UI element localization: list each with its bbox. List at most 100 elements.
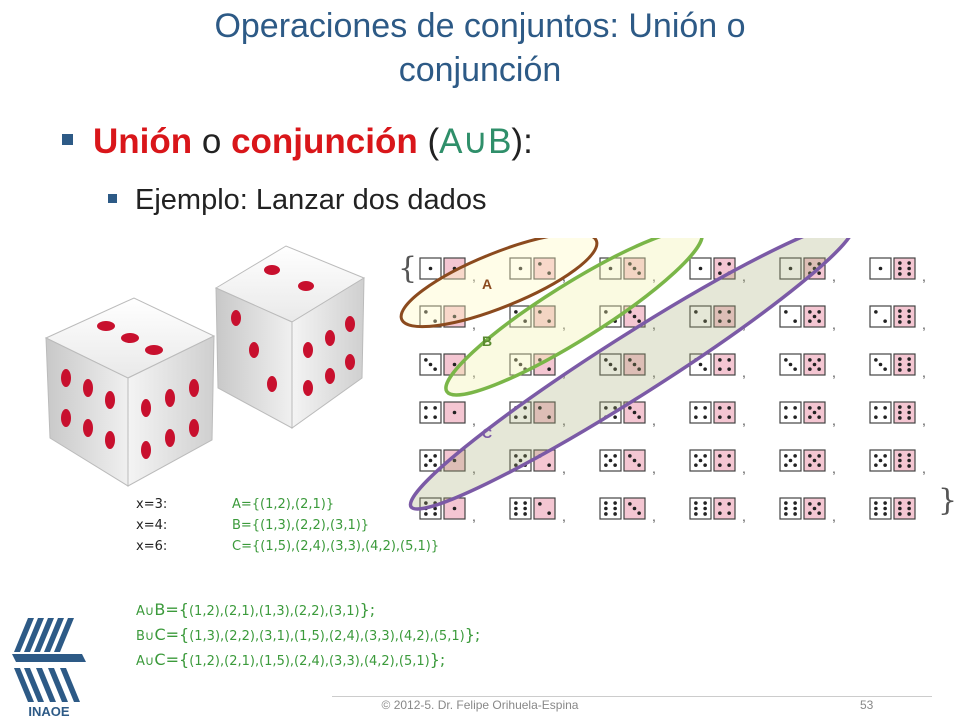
die-pip bbox=[793, 367, 797, 371]
die-pip bbox=[817, 406, 821, 410]
union-row: A∪B={(1,2),(2,1),(1,3),(2,2),(3,1)}; bbox=[136, 600, 376, 619]
die-pip bbox=[694, 310, 698, 314]
die-pip bbox=[433, 506, 437, 511]
separator-comma: , bbox=[832, 316, 836, 332]
die-pip bbox=[628, 262, 632, 266]
set-definitions: x=3:A={(1,2),(2,1)} x=4:B={(1,3),(2,2),(… bbox=[136, 494, 439, 557]
footer: © 2012-5. Dr. Felipe Orihuela-Espina 53 bbox=[0, 696, 960, 718]
die-pip bbox=[878, 458, 883, 463]
die-pip bbox=[637, 415, 641, 419]
die-pip bbox=[628, 454, 632, 458]
die-pip bbox=[703, 454, 707, 458]
ellipse-set-c bbox=[408, 238, 856, 511]
die-pip bbox=[703, 415, 707, 419]
separator-comma: , bbox=[472, 364, 476, 380]
die-pip bbox=[637, 463, 641, 467]
die-face bbox=[509, 497, 532, 520]
die-pip bbox=[703, 367, 707, 371]
bullet-union: Unión o conjunción (A∪B): bbox=[62, 122, 533, 162]
die-pip bbox=[898, 357, 902, 361]
die-pip bbox=[613, 406, 617, 410]
die-pip bbox=[907, 453, 911, 457]
die-pip bbox=[907, 309, 911, 313]
die-pip bbox=[784, 501, 788, 505]
die-pip bbox=[874, 454, 878, 458]
die-pip bbox=[718, 358, 722, 362]
die-pip bbox=[613, 367, 617, 371]
die-pip bbox=[433, 367, 437, 371]
separator-comma: , bbox=[652, 316, 656, 332]
die-pip bbox=[694, 463, 698, 467]
die-pip bbox=[698, 362, 703, 367]
footer-divider bbox=[332, 696, 932, 697]
die-pip bbox=[808, 463, 812, 467]
die-face bbox=[779, 497, 802, 520]
die-pip bbox=[547, 271, 551, 275]
die-face bbox=[893, 305, 916, 328]
die-pip bbox=[523, 406, 527, 410]
die-pip bbox=[424, 406, 428, 410]
example-text: Ejemplo: Lanzar dos dados bbox=[135, 184, 487, 216]
separator-comma: , bbox=[742, 460, 746, 476]
die-pip bbox=[452, 506, 457, 511]
die-face bbox=[893, 497, 916, 520]
die-pip bbox=[428, 362, 433, 367]
die-pip bbox=[718, 262, 722, 266]
die-pip bbox=[433, 319, 437, 323]
die-pip bbox=[898, 314, 902, 319]
die-pip bbox=[907, 266, 911, 271]
die-pip bbox=[718, 454, 722, 458]
die-pip bbox=[793, 506, 797, 511]
die-pip bbox=[784, 463, 788, 467]
die-pip bbox=[817, 502, 821, 506]
die-pip bbox=[808, 502, 812, 506]
die-pip bbox=[718, 367, 722, 371]
die-pip bbox=[547, 415, 551, 419]
separator-comma: , bbox=[922, 316, 926, 332]
die-pip bbox=[538, 358, 542, 362]
die-pip bbox=[874, 506, 878, 511]
die-pip bbox=[604, 310, 608, 314]
die-pip bbox=[452, 410, 457, 415]
die-pip bbox=[808, 511, 812, 515]
die-pip bbox=[898, 368, 902, 372]
die-pip bbox=[637, 511, 641, 515]
die-pip bbox=[604, 463, 608, 467]
die-pip bbox=[898, 512, 902, 516]
die-pip bbox=[817, 358, 821, 362]
sample-space-grid: { } ,,,,,,,,,,,,,,,,,,,,,,,,,,,,,,,,,,, … bbox=[398, 238, 957, 524]
ellipse-label-b: B bbox=[482, 333, 492, 349]
separator-comma: , bbox=[832, 268, 836, 284]
die-pip bbox=[694, 501, 698, 505]
inaoe-logo: INAOE bbox=[12, 618, 86, 718]
die-pip bbox=[817, 319, 821, 323]
die-pip bbox=[898, 261, 902, 265]
die-face bbox=[869, 497, 892, 520]
die-pip bbox=[514, 310, 518, 314]
die-pip bbox=[703, 319, 707, 323]
die-pip bbox=[538, 406, 542, 410]
die-pip bbox=[808, 262, 812, 266]
die-pip bbox=[907, 512, 911, 516]
union-row: B∪C={(1,3),(2,2),(3,1),(1,5),(2,4),(3,3)… bbox=[136, 625, 481, 644]
die-pip bbox=[518, 362, 523, 367]
die-pip bbox=[514, 358, 518, 362]
die-pip bbox=[898, 362, 902, 367]
die-pip bbox=[907, 368, 911, 372]
die-pip bbox=[694, 506, 698, 511]
die-pip bbox=[812, 362, 817, 367]
die-pip bbox=[812, 506, 817, 511]
die-pip bbox=[727, 415, 731, 419]
die-pip bbox=[808, 454, 812, 458]
separator-comma: , bbox=[562, 316, 566, 332]
die-pip bbox=[784, 512, 788, 516]
die-pip bbox=[424, 454, 428, 458]
die-pip bbox=[547, 511, 551, 515]
die-pip bbox=[817, 454, 821, 458]
union-symbol: A∪B bbox=[439, 122, 512, 161]
die-pip bbox=[793, 406, 797, 410]
die-pip bbox=[727, 502, 731, 506]
die-face bbox=[893, 353, 916, 376]
die-pip bbox=[812, 314, 817, 319]
die-pip bbox=[808, 310, 812, 314]
